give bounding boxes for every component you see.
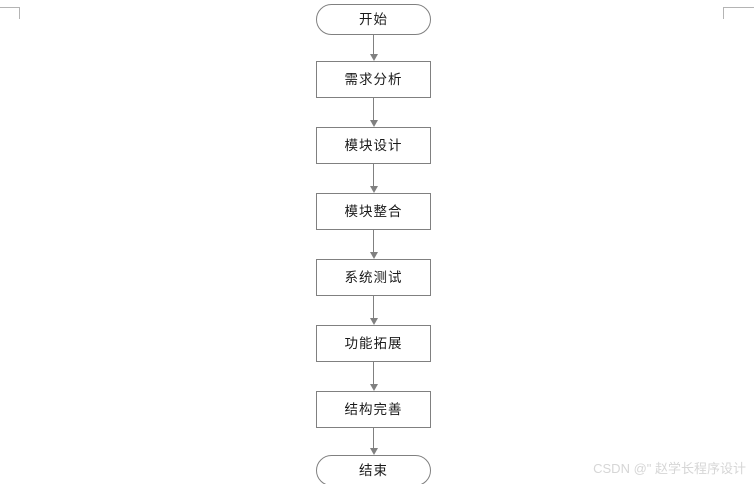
- flow-connector-start-to-req: [316, 35, 431, 61]
- connector-shaft: [373, 428, 374, 448]
- flow-connector-structure-refinement-to-end: [316, 428, 431, 455]
- flow-node-module-integration[interactable]: 模块整合: [316, 193, 431, 230]
- flow-node-system-test[interactable]: 系统测试: [316, 259, 431, 296]
- flow-node-structure-refinement[interactable]: 结构完善: [316, 391, 431, 428]
- flow-node-label: 结束: [359, 462, 388, 478]
- connector-shaft: [373, 98, 374, 120]
- flow-connector-module-design-to-integration: [316, 164, 431, 193]
- flow-node-label: 模块设计: [344, 137, 403, 153]
- flow-connector-system-test-to-feature-extension: [316, 296, 431, 325]
- flowchart-node-column: 开始 需求分析 模块设计 模块整合 系统测试: [316, 4, 431, 484]
- flow-node-label: 模块整合: [344, 203, 403, 219]
- arrowhead-down-icon: [369, 120, 378, 127]
- connector-shaft: [373, 230, 374, 252]
- flow-node-feature-extension[interactable]: 功能拓展: [316, 325, 431, 362]
- flow-connector-feature-extension-to-structure-refinement: [316, 362, 431, 391]
- flow-node-start[interactable]: 开始: [316, 4, 431, 35]
- flow-node-label: 结构完善: [344, 401, 403, 417]
- connector-shaft: [373, 164, 374, 186]
- flow-connector-integration-to-system-test: [316, 230, 431, 259]
- flow-node-label: 系统测试: [344, 269, 403, 285]
- page-corner-mark-top-left: [0, 7, 20, 19]
- arrowhead-down-icon: [369, 252, 378, 259]
- connector-shaft: [373, 362, 374, 384]
- flow-node-module-design[interactable]: 模块设计: [316, 127, 431, 164]
- flow-node-label: 功能拓展: [344, 335, 403, 351]
- arrowhead-down-icon: [369, 384, 378, 391]
- arrowhead-down-icon: [369, 318, 378, 325]
- connector-shaft: [373, 35, 374, 54]
- flow-node-requirements-analysis[interactable]: 需求分析: [316, 61, 431, 98]
- flow-node-label: 开始: [359, 11, 388, 27]
- csdn-watermark: CSDN @" 赵学长程序设计: [593, 461, 746, 476]
- page-corner-mark-top-right: [723, 7, 754, 19]
- arrowhead-down-icon: [369, 54, 378, 61]
- connector-shaft: [373, 296, 374, 318]
- flow-node-label: 需求分析: [344, 71, 403, 87]
- arrowhead-down-icon: [369, 448, 378, 455]
- flow-node-end[interactable]: 结束: [316, 455, 431, 484]
- arrowhead-down-icon: [369, 186, 378, 193]
- flow-connector-req-to-module-design: [316, 98, 431, 127]
